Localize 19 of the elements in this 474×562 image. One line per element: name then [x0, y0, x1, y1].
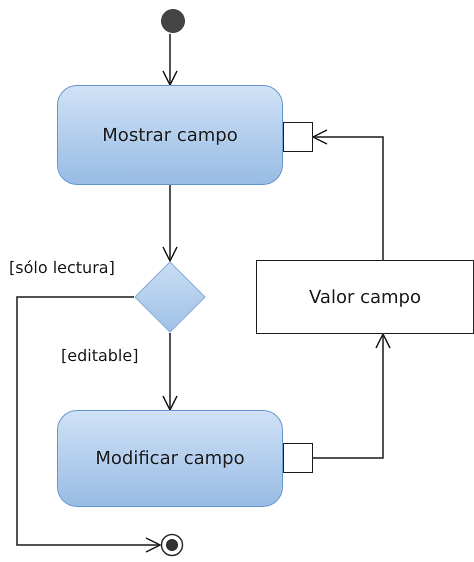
- arrow: [312, 129, 384, 260]
- edge-label: [sólo lectura]: [8, 258, 116, 277]
- arrow: [162, 333, 178, 411]
- decision-diamond: [134, 261, 206, 333]
- node-label: Valor campo: [309, 286, 421, 308]
- arrow: [16, 296, 161, 553]
- arrow: [162, 185, 178, 262]
- pin-box: [283, 443, 313, 473]
- node-label: Modificar campo: [95, 448, 245, 469]
- node-label: Mostrar campo: [102, 124, 238, 146]
- object-box: [256, 260, 474, 334]
- action-box: [57, 410, 283, 507]
- arrow: [162, 34, 178, 86]
- initial-node: [160, 8, 186, 34]
- action-box: [57, 85, 283, 185]
- arrow: [313, 333, 391, 459]
- final-node: [160, 533, 184, 557]
- pin-box: [283, 122, 313, 152]
- edge-label: [editable]: [60, 346, 140, 365]
